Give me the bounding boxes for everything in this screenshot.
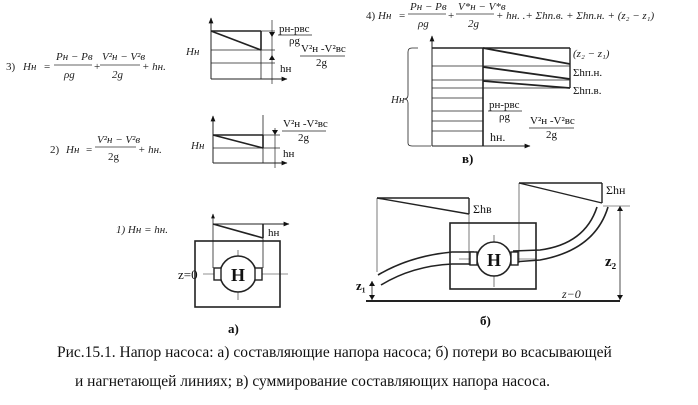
diagramv-pressure-den: ρg — [499, 111, 510, 123]
diagramb-z1-arrow-down — [369, 295, 375, 300]
diagram2-velocity-den: 2g — [298, 132, 310, 144]
equation-4: 4) Hн = Pн − Pв ρg + V*н − V*в 2g + hн. … — [366, 1, 654, 30]
diagramb-z2: z₂ — [605, 254, 617, 270]
eq3-frac2-den: 2g — [112, 69, 124, 81]
diagramv-diagonal-suction — [482, 80, 571, 89]
diagram3-velocity-diagonal — [210, 30, 262, 51]
eq3-frac2-num: V²н − V²в — [102, 51, 145, 63]
diagramb-inlet-flange — [469, 251, 478, 266]
eq2-frac-den: 2g — [108, 151, 120, 163]
eq3-lhs: Hн — [22, 61, 37, 73]
eq2-frac-num: V²н − V²в — [97, 134, 140, 146]
equation-1: 1) Hн = hн. — [116, 224, 168, 236]
diagramb-pump-housing — [449, 222, 537, 290]
diagramb-suction-pipe-top — [377, 251, 474, 276]
diagram2-hn: hн — [283, 148, 295, 160]
diagram3-velocity-den: 2g — [316, 57, 328, 69]
diagram-v: Hн (z₂ − z₁) Σhп.н. Σhп.в. рн-рвс ρg V²н… — [390, 35, 610, 166]
diagram1-pump-label: H — [231, 265, 245, 285]
diagramb-loss-discharge: Σhн — [606, 183, 626, 197]
eq3-frac1-den: ρg — [63, 69, 75, 81]
equation-2: 2) Hн = V²н − V²в 2g + hн. — [50, 134, 162, 163]
diagram3-pressure-num: рн-рвс — [279, 23, 310, 35]
diagramb-z1: z₁ — [356, 278, 366, 293]
eq2-equals: = — [86, 144, 92, 156]
diagram2-velocity-diagonal — [212, 134, 264, 149]
diagramb-discharge-pipe-bottom — [512, 206, 609, 263]
diagramv-loss-suction: Σhп.в. — [573, 85, 602, 97]
diagram2-velocity-num: V²н -V²вс — [283, 118, 328, 130]
eq2-prefix: 2) — [50, 144, 60, 156]
diagram3-arrow-up — [269, 55, 275, 60]
panel-label-v: в) — [462, 151, 473, 166]
panel-label-b: б) — [480, 313, 491, 328]
diagramb-loss-suction: Σhв — [473, 202, 492, 216]
eq4-plus: + — [448, 10, 454, 22]
diagram1-diagonal — [212, 223, 264, 239]
diagram3-axis-label: Hн — [185, 46, 200, 58]
diagram1-hn: hн — [268, 227, 280, 239]
eq4-tail: + hн. .+ Σhп.в. + Σhп.н. + (z₂ − z₁) — [496, 10, 654, 22]
figure-caption-line-1: Рис.15.1. Напор насоса: а) составляющие … — [57, 344, 612, 361]
eq4-frac2-den: 2g — [468, 18, 480, 30]
diagramv-velocity-den: 2g — [546, 129, 558, 141]
diagram-3: Hн рн-рвс ρg V²н -V²вс 2g hн — [185, 17, 346, 84]
eq4-frac2-num: V*н − V*в — [458, 1, 506, 13]
eq4-lhs: Hн — [377, 10, 392, 22]
diagram3-hn: hн — [280, 63, 292, 75]
eq3-frac1-num: Pн − Pв — [55, 51, 93, 63]
diagram-1: hн H z=0 а) — [178, 213, 290, 336]
panel-label-a: а) — [228, 321, 239, 336]
diagramv-axis-label: Hн — [390, 94, 405, 106]
diagramv-diagonal-z — [482, 47, 571, 65]
diagramv-diagonal-discharge — [482, 66, 571, 80]
diagramb-suction-diagonal — [376, 197, 470, 215]
diagramv-brace — [403, 47, 431, 147]
diagramb-pump-label: H — [487, 250, 501, 270]
diagram3-arrow-down — [269, 32, 275, 37]
diagramb-z0: z−0 — [561, 287, 581, 301]
diagramb-outlet-flange — [510, 251, 519, 266]
diagramb-z2-arrow-up — [617, 206, 623, 211]
diagram2-arrow-down — [272, 130, 278, 135]
eq2-lhs: Hн — [65, 144, 80, 156]
diagram1-outlet-flange — [254, 267, 263, 281]
diagram3-pressure-den: ρg — [289, 35, 300, 47]
diagramv-z-diff: (z₂ − z₁) — [573, 48, 610, 60]
diagramv-pressure-num: рн-рвс — [489, 99, 520, 111]
figure-caption-line-2: и нагнетающей линиях; в) суммирование со… — [75, 373, 550, 390]
eq4-frac1-num: Pн − Pв — [409, 1, 447, 13]
diagramb-z2-arrow-down — [617, 295, 623, 300]
eq3-equals: = — [44, 61, 50, 73]
eq3-tail: + hн. — [142, 61, 166, 73]
diagramv-velocity-num: V²н -V²вс — [530, 115, 575, 127]
diagram-b: z−0 Σhв Σhн H z₁ — [356, 182, 630, 328]
eq2-tail: + hн. — [138, 144, 162, 156]
eq3-plus: + — [94, 61, 100, 73]
diagramv-loss-discharge: Σhп.н. — [573, 67, 602, 79]
diagramb-suction-pipe-bottom — [380, 263, 474, 286]
diagram3-velocity-num: V²н -V²вс — [301, 43, 346, 55]
diagramb-discharge-pipe-top — [512, 206, 598, 252]
diagramv-hn: hн. — [490, 130, 505, 144]
eq4-equals: = — [399, 10, 405, 22]
diagramb-z1-arrow-up — [369, 281, 375, 286]
diagram2-axis-label: Hн — [190, 140, 205, 152]
eq3-prefix: 3) — [6, 61, 16, 73]
eq4-prefix: 4) — [366, 10, 376, 22]
eq4-frac1-den: ρg — [417, 18, 429, 30]
diagram-2: Hн V²н -V²вс 2g hн — [190, 115, 328, 168]
diagram1-z-label: z=0 — [178, 267, 198, 282]
equation-3: 3) Hн = Pн − Pв ρg + V²н − V²в 2g + hн. — [6, 51, 166, 81]
diagram1-inlet-flange — [213, 267, 222, 281]
diagramb-discharge-diagonal — [518, 182, 603, 204]
